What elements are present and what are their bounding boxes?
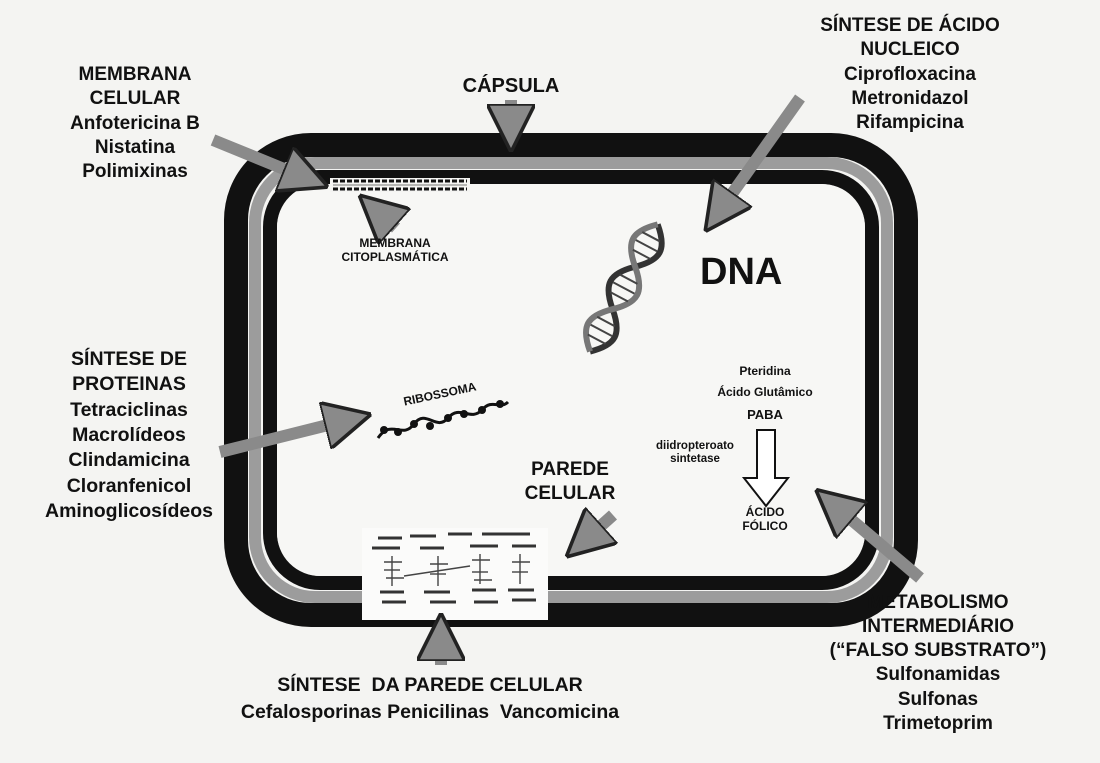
parede-celular-line-2: CELULAR [500, 482, 640, 506]
capsula-label: CÁPSULA [456, 74, 566, 100]
membrana-celular-block: MEMBRANA CELULAR Anfotericina B Nistatin… [40, 63, 230, 185]
sintese-parede-block: SÍNTESE DA PAREDE CELULAR Cefalosporinas… [170, 672, 690, 727]
proteinas-block: SÍNTESE DE PROTEINAS Tetraciclinas Macro… [14, 347, 244, 524]
enzyme-label: diidropteroato sintetase [640, 440, 750, 466]
membrana-citoplasmatica-line-1: MEMBRANA [320, 237, 470, 251]
dna-label: DNA [700, 248, 800, 297]
proteinas-drug-4: Cloranfenicol [14, 474, 244, 499]
proteinas-title-2: PROTEINAS [14, 372, 244, 397]
enzyme-line-2: sintetase [640, 453, 750, 466]
acido-glutamico-label: Ácido Glutâmico [690, 386, 840, 400]
acido-nucleico-block: SÍNTESE DE ÁCIDO NUCLEICO Ciprofloxacina… [790, 14, 1030, 136]
membrana-celular-title-1: MEMBRANA [40, 63, 230, 87]
acido-folico-line-2: FÓLICO [725, 520, 805, 534]
metabolismo-drug-1: Sulfonamidas [808, 663, 1068, 687]
metabolismo-title-1: METABOLISMO [808, 591, 1068, 615]
membrana-celular-title-2: CELULAR [40, 87, 230, 111]
enzyme-line-1: diidropteroato [640, 440, 750, 453]
metabolismo-drug-3: Trimetoprim [808, 712, 1068, 736]
metabolismo-drug-2: Sulfonas [808, 688, 1068, 712]
proteinas-drug-5: Aminoglicosídeos [14, 499, 244, 524]
membrana-citoplasmatica-line-2: CITOPLASMÁTICA [320, 251, 470, 265]
pteridina-label: Pteridina [710, 365, 820, 379]
acido-nucleico-drug-2: Metronidazol [790, 87, 1030, 111]
proteinas-drug-3: Clindamicina [14, 448, 244, 473]
parede-celular-line-1: PAREDE [500, 458, 640, 482]
sintese-parede-title: SÍNTESE DA PAREDE CELULAR [170, 672, 690, 699]
metabolismo-block: METABOLISMO INTERMEDIÁRIO (“FALSO SUBSTR… [808, 591, 1068, 736]
metabolismo-title-3: (“FALSO SUBSTRATO”) [808, 639, 1068, 663]
acido-nucleico-title-2: NUCLEICO [790, 38, 1030, 62]
acido-folico-label: ÁCIDO FÓLICO [725, 506, 805, 534]
acido-nucleico-drug-1: Ciprofloxacina [790, 63, 1030, 87]
metabolismo-title-2: INTERMEDIÁRIO [808, 615, 1068, 639]
proteinas-drug-1: Tetraciclinas [14, 398, 244, 423]
proteinas-title-1: SÍNTESE DE [14, 347, 244, 372]
peptidoglycan-detail [362, 528, 548, 620]
membrana-celular-drug-3: Polimixinas [40, 160, 230, 184]
acido-nucleico-title-1: SÍNTESE DE ÁCIDO [790, 14, 1030, 38]
acido-nucleico-drug-3: Rifampicina [790, 111, 1030, 135]
membrana-celular-drug-1: Anfotericina B [40, 112, 230, 136]
membrane-bilayer-detail [330, 178, 470, 192]
paba-label: PABA [730, 408, 800, 423]
sintese-parede-drugs: Cefalosporinas Penicilinas Vancomicina [170, 699, 690, 726]
membrana-celular-drug-2: Nistatina [40, 136, 230, 160]
acido-folico-line-1: ÁCIDO [725, 506, 805, 520]
proteinas-drug-2: Macrolídeos [14, 423, 244, 448]
parede-celular-block: PAREDE CELULAR [500, 458, 640, 507]
membrana-citoplasmatica-label: MEMBRANA CITOPLASMÁTICA [320, 237, 470, 265]
